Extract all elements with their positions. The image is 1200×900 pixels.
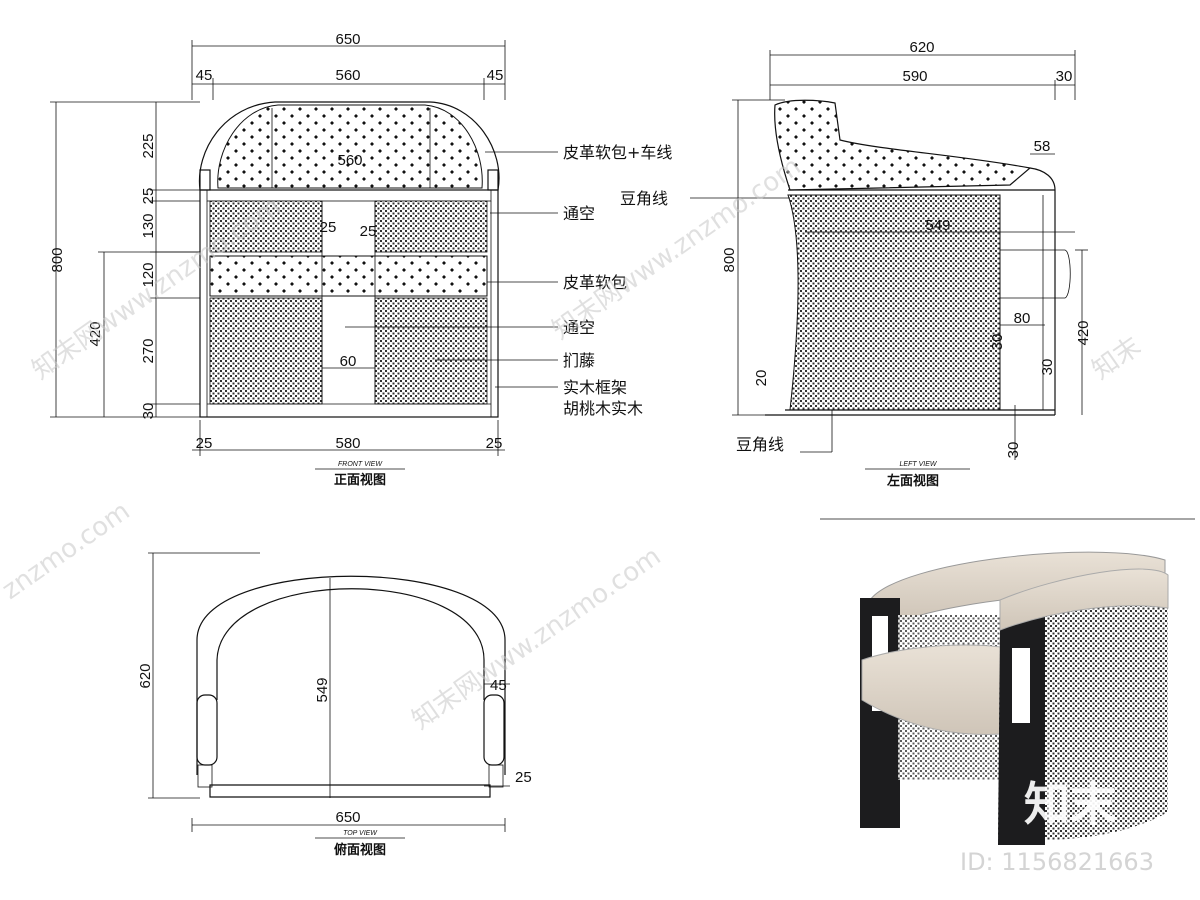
dim-270: 270 xyxy=(140,338,157,363)
front-view-title-cn: 正面视图 xyxy=(334,472,386,488)
label-bean-line-top: 豆角线 xyxy=(620,189,668,208)
dim-549-left: 549 xyxy=(925,217,950,234)
dim-620: 620 xyxy=(909,39,934,56)
label-walnut: 胡桃木实木 xyxy=(563,399,643,418)
label-rattan: 扪藤 xyxy=(563,351,595,370)
brand-watermark: 知末 xyxy=(1024,777,1116,831)
watermark-5: 知末 xyxy=(1087,331,1147,385)
dim-25: 25 xyxy=(140,188,157,205)
dim-130: 130 xyxy=(140,213,157,238)
dim-30-bottom: 30 xyxy=(1005,442,1022,459)
front-view-title-en: FRONT VIEW xyxy=(338,461,383,468)
dim-top-549: 549 xyxy=(314,677,331,702)
left-view-title-en: LEFT VIEW xyxy=(900,461,938,468)
image-id: ID: 1156821663 xyxy=(960,848,1154,876)
dim-30: 30 xyxy=(140,403,157,420)
dim-inner-560: 560 xyxy=(337,152,362,169)
watermark-2: 知末网www.znzmo.com xyxy=(547,151,807,345)
dim-top-620: 620 xyxy=(137,663,154,688)
dim-560: 560 xyxy=(335,67,360,84)
left-view: 620 590 30 800 549 420 80 30 30 20 30 58 xyxy=(620,39,1092,489)
dim-590: 590 xyxy=(902,68,927,85)
dim-bottom-580: 580 xyxy=(335,435,360,452)
front-view: 650 45 560 45 800 420 225 25 130 120 270… xyxy=(49,31,672,488)
dim-top-650: 650 xyxy=(335,809,360,826)
dim-left-800: 800 xyxy=(721,247,738,272)
top-view-title-cn: 俯面视图 xyxy=(334,842,386,858)
dim-420: 420 xyxy=(87,321,104,346)
label-open-1: 通空 xyxy=(563,204,595,223)
label-leather-soft: 皮革软包 xyxy=(563,273,627,292)
watermark-3: znzmo.com xyxy=(0,496,136,606)
dim-800: 800 xyxy=(49,247,66,272)
dim-inner-25a: 25 xyxy=(320,219,337,236)
dim-top-25: 25 xyxy=(515,769,532,786)
watermark-4: 知末网www.znzmo.com xyxy=(407,541,667,735)
dim-bottom-25-left: 25 xyxy=(196,435,213,452)
dim-58: 58 xyxy=(1034,138,1051,155)
top-view-title-en: TOP VIEW xyxy=(343,830,378,837)
label-open-2: 通空 xyxy=(563,318,595,337)
dim-bottom-25-right: 25 xyxy=(486,435,503,452)
dim-30-inner: 30 xyxy=(989,334,1006,351)
dim-45-left: 45 xyxy=(196,67,213,84)
dim-120: 120 xyxy=(140,262,157,287)
dim-20: 20 xyxy=(753,370,770,387)
dim-45-right: 45 xyxy=(487,67,504,84)
dim-650: 650 xyxy=(335,31,360,48)
dim-top-45: 45 xyxy=(490,677,507,694)
dim-80: 80 xyxy=(1014,310,1031,327)
dim-inner-60: 60 xyxy=(340,353,357,370)
label-leather-stitched: 皮革软包+车线 xyxy=(563,143,672,162)
dim-30-top: 30 xyxy=(1056,68,1073,85)
top-view: 620 549 45 25 650 TOP VIEW 俯面视图 xyxy=(137,552,532,858)
chair-photo: 知末 ID: 1156821663 xyxy=(820,518,1195,876)
left-view-title-cn: 左面视图 xyxy=(887,473,939,489)
label-wood-frame: 实木框架 xyxy=(563,378,627,397)
label-bean-line-bottom: 豆角线 xyxy=(736,435,784,454)
dim-inner-25b: 25 xyxy=(360,223,377,240)
dim-30-right: 30 xyxy=(1039,359,1056,376)
dim-left-420: 420 xyxy=(1075,320,1092,345)
dim-225: 225 xyxy=(140,133,157,158)
